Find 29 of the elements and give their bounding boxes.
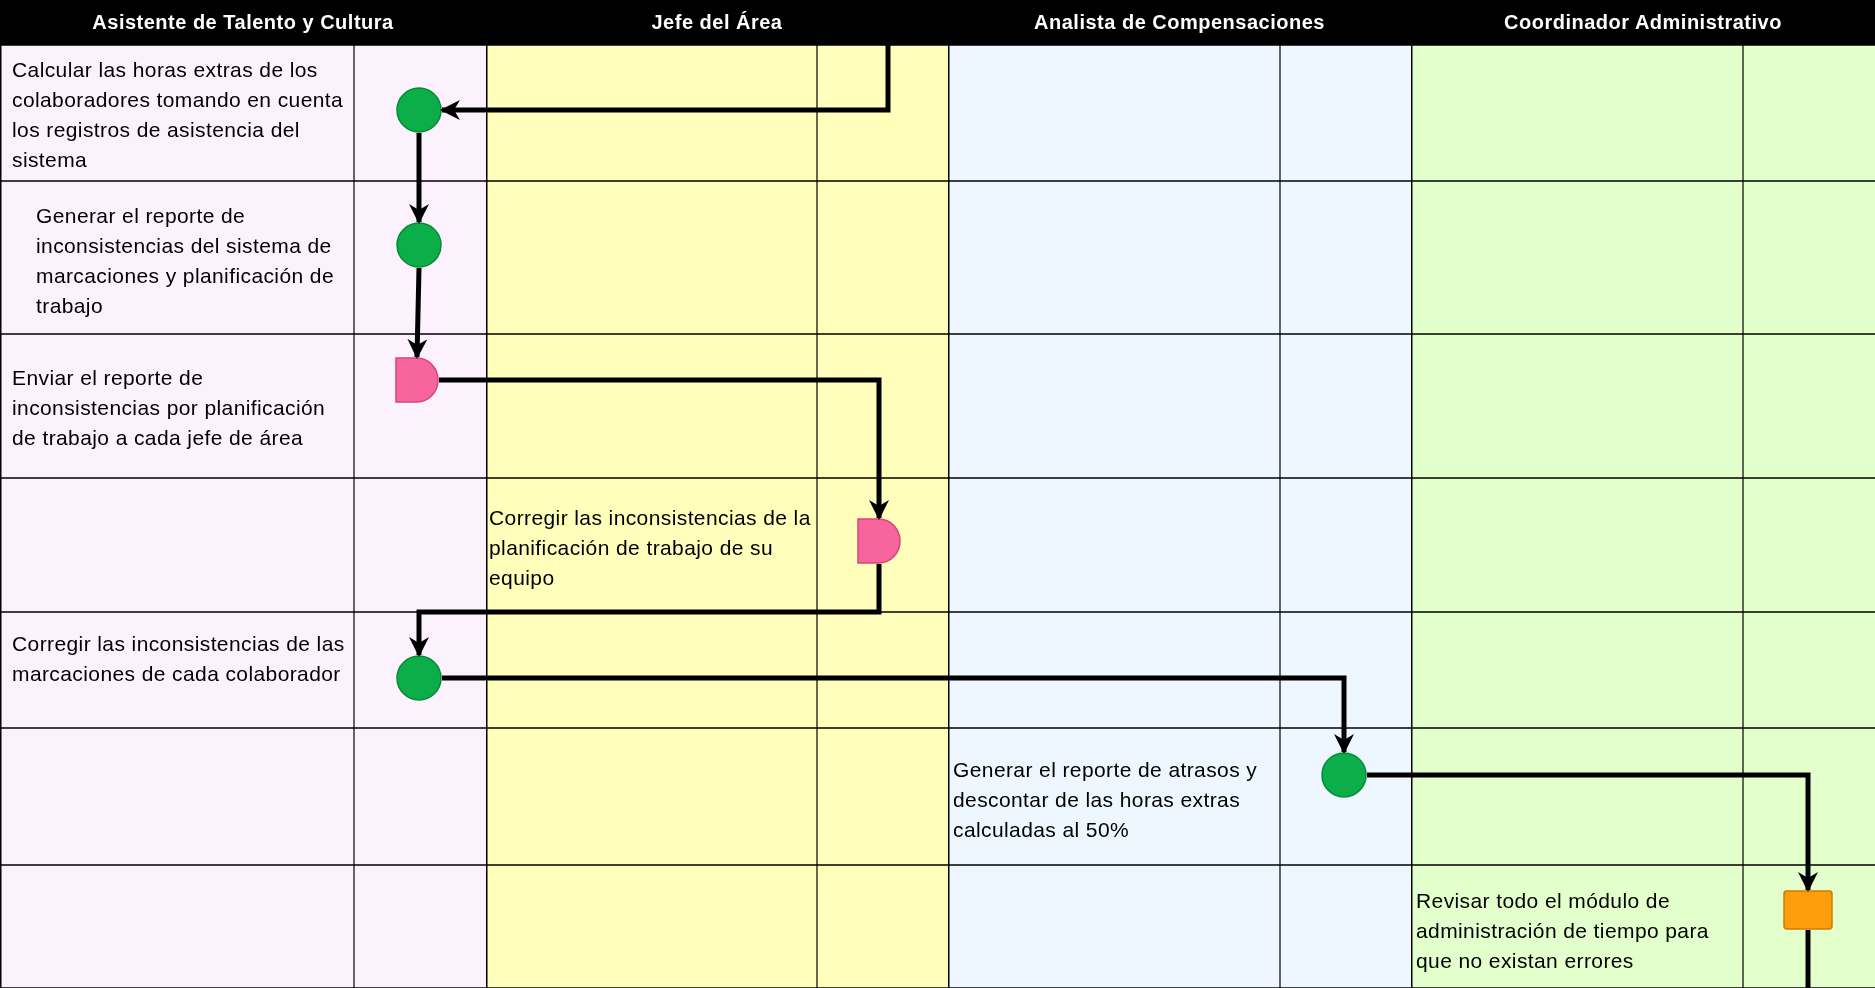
activity-circle (396, 87, 442, 133)
activity-circle (396, 655, 442, 701)
activity-circle (396, 222, 442, 268)
flow-arrow (442, 675, 1354, 754)
lane-header: Jefe del Área (486, 0, 948, 45)
flow-arrow (440, 45, 891, 120)
flow-arrow (439, 377, 889, 520)
delay-shape (857, 518, 901, 564)
flow-arrow (407, 267, 428, 359)
flow-arrow (409, 564, 882, 657)
swimlane (948, 0, 1411, 988)
swimlane (1411, 0, 1875, 988)
lane-header: Coordinador Administrativo (1411, 0, 1875, 45)
activity-text: Revisar todo el módulo de administración de tiempo para que no existan errores (1416, 888, 1710, 974)
lane-header: Analista de Compensaciones (948, 0, 1411, 45)
activity-text: Calcular las horas extras de los colaboradores tomando en cuenta los registros de asistencia del sistema (12, 57, 345, 173)
swimlane (486, 0, 948, 988)
activity-text: Corregir las inconsistencias de las marcaciones de cada colaborador (12, 631, 346, 687)
lane-header: Asistente de Talento y Cultura (0, 0, 486, 45)
task-box (1783, 890, 1833, 930)
delay-shape (395, 357, 439, 403)
activity-circle (1321, 752, 1367, 798)
flow-arrow (409, 133, 429, 224)
flow-arrow (1367, 772, 1818, 892)
activity-text: Generar el reporte de inconsistencias del sistema de marcaciones y planificación de trabajo (36, 203, 335, 319)
swimlane (0, 0, 486, 988)
activity-text: Corregir las inconsistencias de la planificación de trabajo de su equipo (489, 505, 812, 591)
activity-text: Generar el reporte de atrasos y descontar de las horas extras calculadas al 50% (953, 757, 1259, 843)
activity-text: Enviar el reporte de inconsistencias por planificación de trabajo a cada jefe de área (12, 365, 327, 451)
